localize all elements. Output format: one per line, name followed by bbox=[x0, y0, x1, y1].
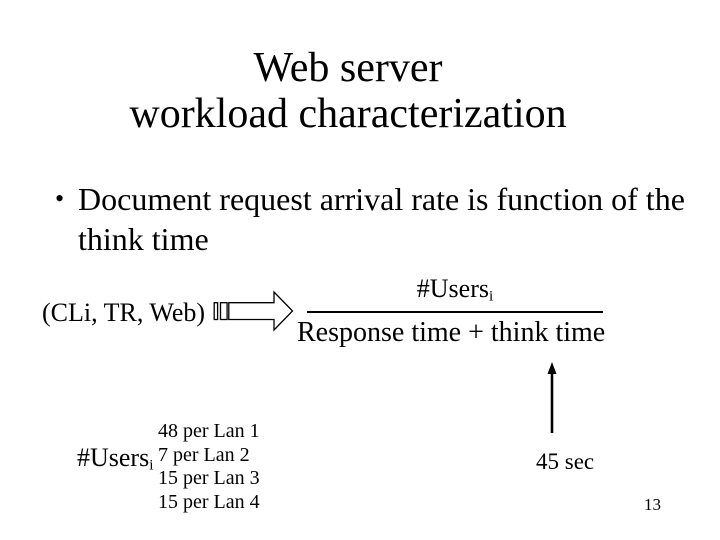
users-label-subscript: i bbox=[149, 457, 154, 474]
users-per-lan-label: #Usersi bbox=[77, 445, 153, 473]
striped-right-arrow-icon bbox=[213, 290, 294, 332]
lan-list-item-2: 7 per Lan 2 bbox=[158, 443, 250, 466]
slide-title: Web server workload characterization bbox=[0, 45, 696, 137]
formula-numerator: #Usersi bbox=[307, 276, 603, 304]
bullet-text-line2: think time bbox=[78, 221, 209, 257]
slide-title-line2: workload characterization bbox=[129, 91, 567, 137]
lan-list-item-1: 48 per Lan 1 bbox=[158, 420, 260, 442]
users-label-base: #Users bbox=[77, 443, 150, 472]
lan-list-item-3: 15 per Lan 3 bbox=[158, 467, 260, 489]
fraction-bar bbox=[307, 311, 603, 313]
bullet-item: • Document request arrival rate is funct… bbox=[55, 179, 705, 259]
think-time-value: 45 sec bbox=[536, 449, 595, 474]
flow-source-label: (CLi, TR, Web) bbox=[42, 298, 206, 327]
bullet-text-line1: Document request arrival rate is functio… bbox=[78, 181, 685, 217]
formula-numerator-base: #Users bbox=[416, 274, 489, 303]
users-per-lan-list: 48 per Lan 1 7 per Lan 2 15 per Lan 3 15… bbox=[158, 420, 260, 514]
slide-title-line1: Web server bbox=[253, 45, 443, 91]
bullet-text: Document request arrival rate is functio… bbox=[78, 179, 685, 259]
formula-numerator-subscript: i bbox=[489, 288, 494, 305]
page-number: 13 bbox=[644, 495, 661, 514]
bullet-marker: • bbox=[55, 184, 65, 213]
up-arrow-icon bbox=[547, 362, 557, 433]
lan-list-item-4: 15 per Lan 4 bbox=[158, 490, 260, 513]
formula-denominator: Response time + think time bbox=[297, 317, 606, 348]
